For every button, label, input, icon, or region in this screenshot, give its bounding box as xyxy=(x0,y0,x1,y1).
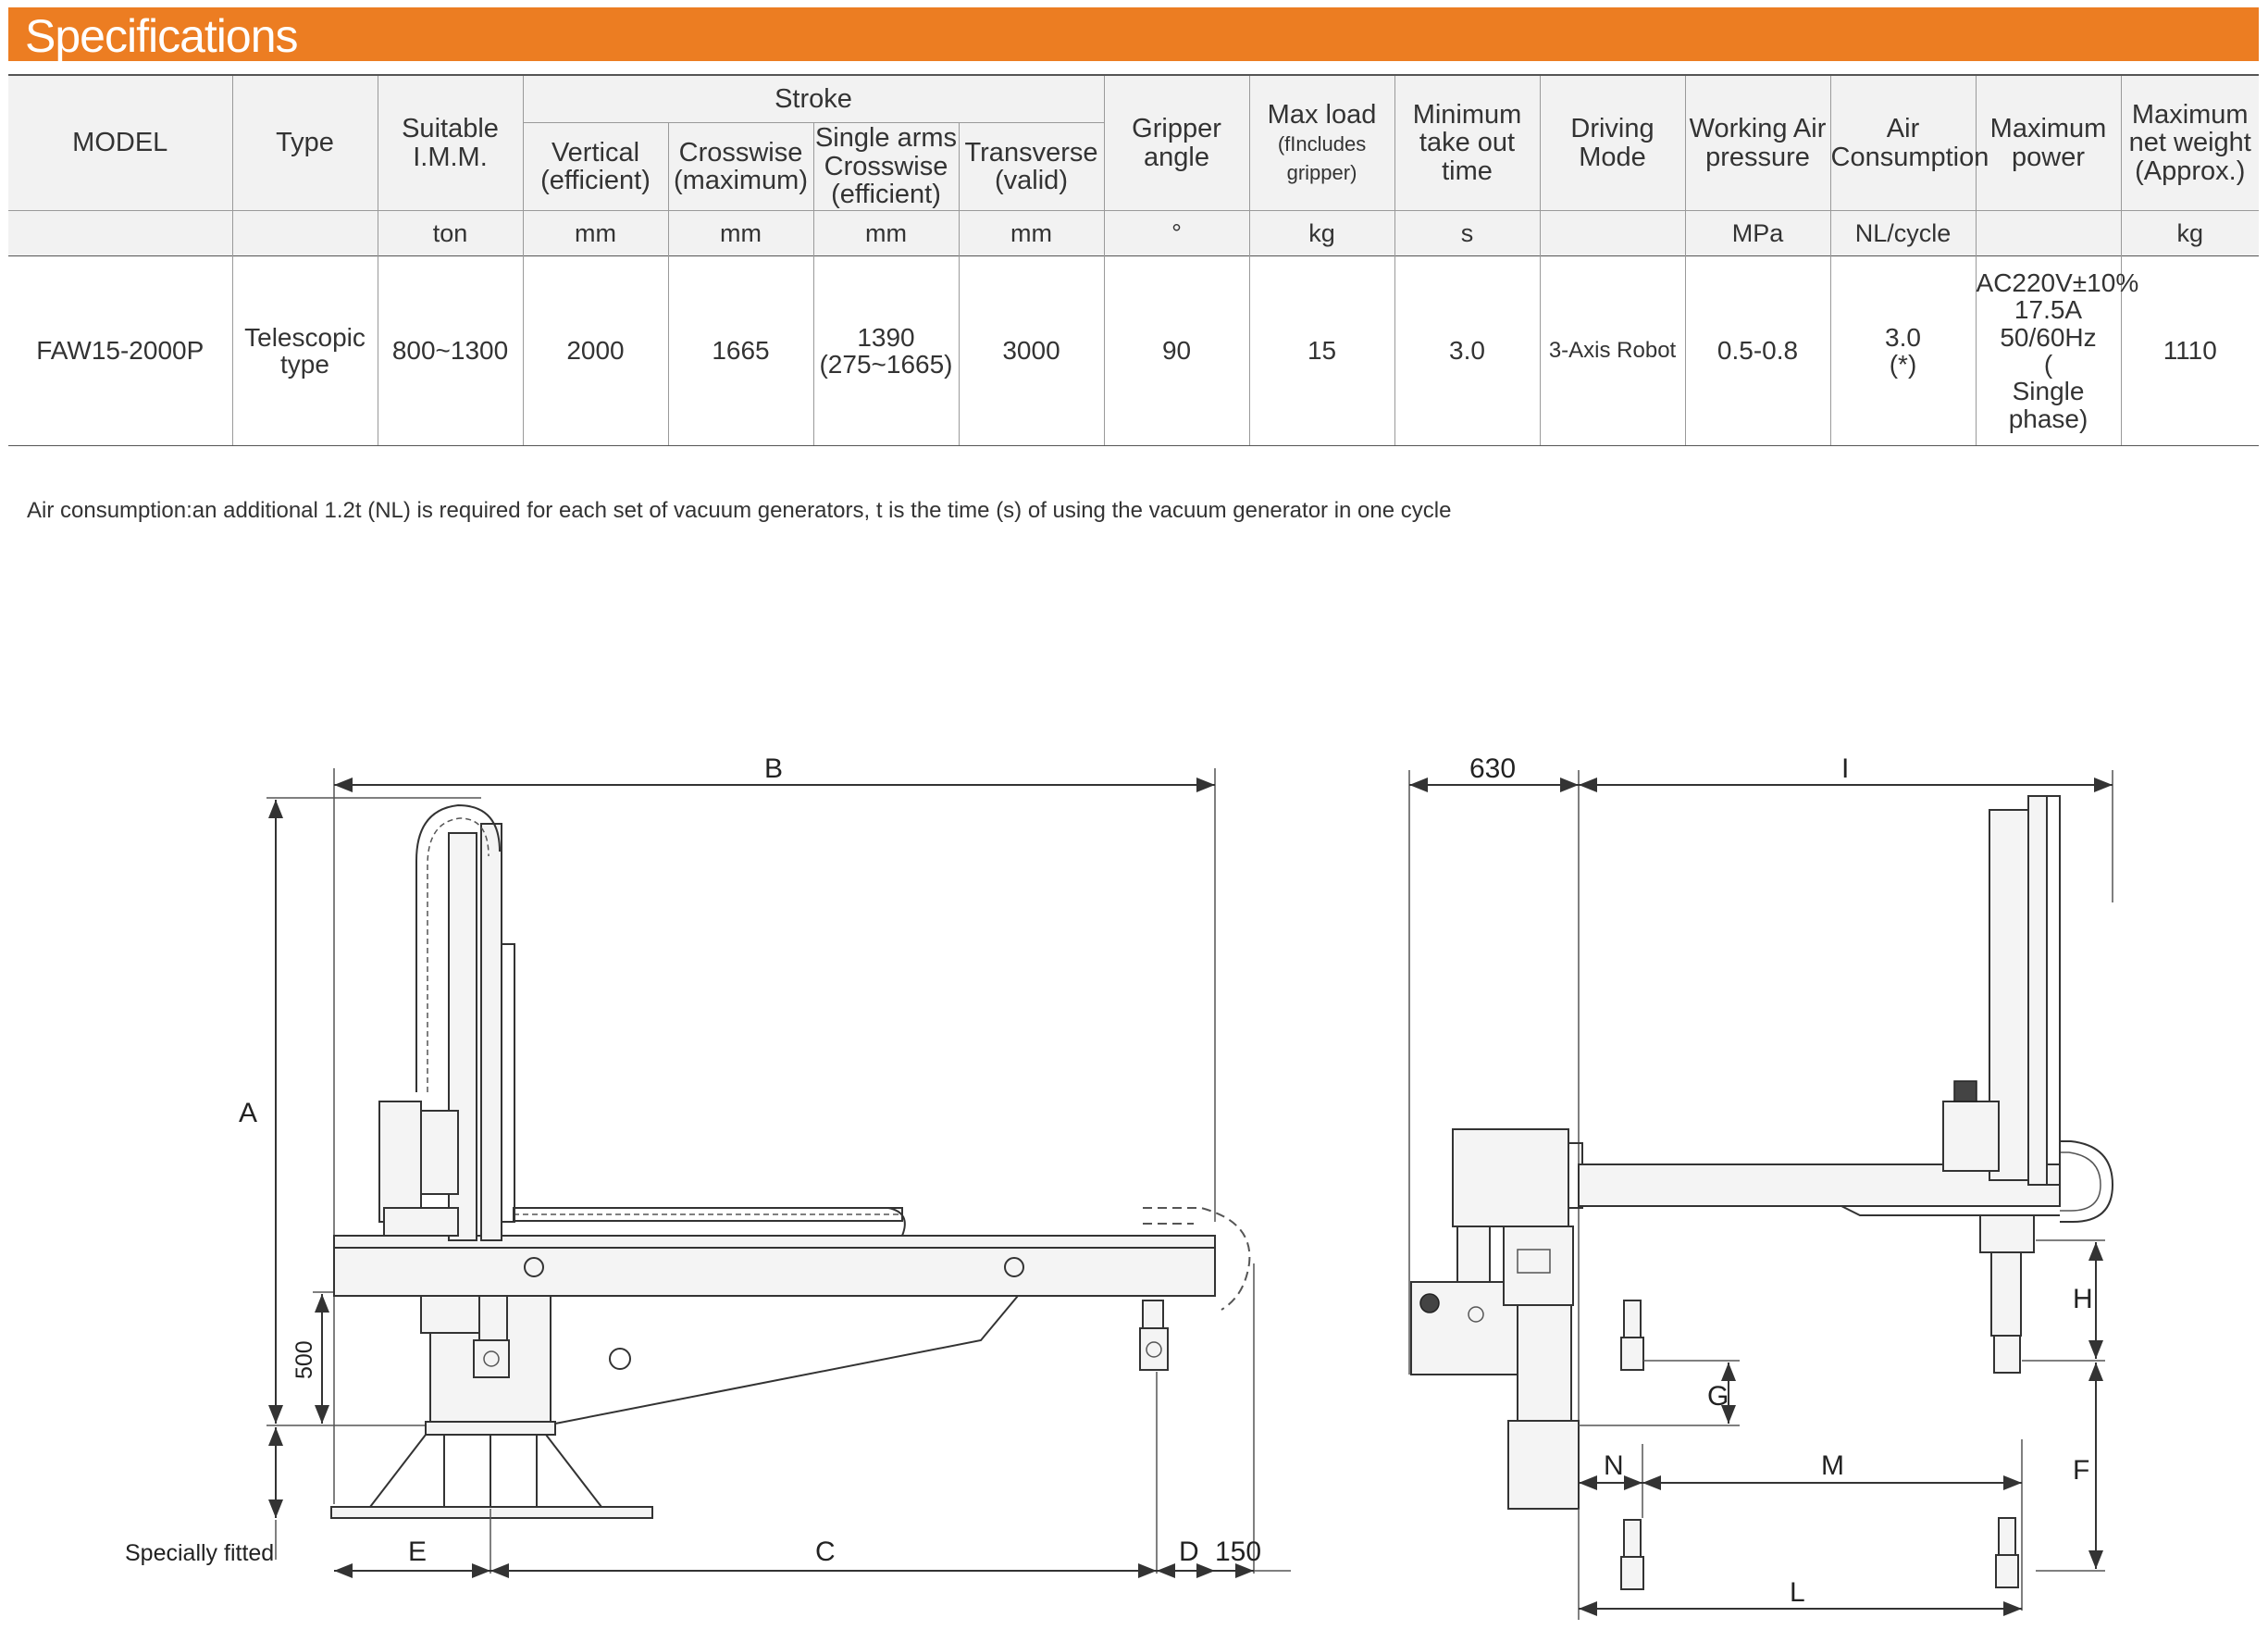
dim-label-i: I xyxy=(1841,753,1849,784)
header-type: Type xyxy=(231,76,378,211)
unit-cell: mm xyxy=(812,210,959,256)
header-transverse: Transverse(valid) xyxy=(958,122,1105,211)
technical-drawing: B A 500 Specially fitted xyxy=(125,753,2114,1620)
cell-maxload: 15 xyxy=(1248,255,1395,446)
unit-cell xyxy=(231,210,378,256)
unit-cell: mm xyxy=(522,210,668,256)
dim-label-f: F xyxy=(2073,1455,2089,1486)
dim-label-a: A xyxy=(239,1098,257,1128)
units-row: ton mm mm mm mm ° kg s MPa NL/cycle kg xyxy=(8,210,2260,256)
header-stroke: Stroke xyxy=(522,76,1105,123)
cell-vertical: 2000 xyxy=(522,255,668,446)
dim-label-h: H xyxy=(2073,1284,2093,1314)
unit-cell: mm xyxy=(958,210,1105,256)
header-vertical: Vertical(efficient) xyxy=(522,122,668,211)
cell-driving: 3-Axis Robot xyxy=(1539,255,1686,446)
page-title: Specifications xyxy=(25,10,298,62)
header-model: MODEL xyxy=(8,76,232,211)
dim-label-b: B xyxy=(764,753,783,784)
unit-cell: MPa xyxy=(1684,210,1831,256)
air-consumption-note: Air consumption:an additional 1.2t (NL) … xyxy=(27,498,1452,523)
title-banner: Specifications xyxy=(8,7,2259,62)
unit-cell: ton xyxy=(377,210,523,256)
cell-air-pressure: 0.5-0.8 xyxy=(1684,255,1831,446)
dim-label-500: 500 xyxy=(291,1340,317,1379)
dim-label-d: D xyxy=(1179,1537,1199,1567)
dim-label-g: G xyxy=(1707,1381,1729,1412)
unit-cell xyxy=(8,210,232,256)
unit-cell: NL/cycle xyxy=(1829,210,1977,256)
dim-label-c: C xyxy=(815,1537,836,1567)
cell-weight: 1110 xyxy=(2120,255,2260,446)
header-crosswise: Crosswise(maximum) xyxy=(667,122,813,211)
unit-cell: kg xyxy=(2120,210,2260,256)
dim-label-e: E xyxy=(408,1537,427,1567)
dim-label-l: L xyxy=(1790,1577,1805,1608)
cell-takeout: 3.0 xyxy=(1394,255,1541,446)
unit-cell: ° xyxy=(1103,210,1250,256)
cell-model: FAW15-2000P xyxy=(8,255,232,446)
cell-gripper: 90 xyxy=(1103,255,1250,446)
unit-cell: mm xyxy=(667,210,813,256)
cell-air-consumption: 3.0(*) xyxy=(1829,255,1977,446)
specially-fitted-label: Specially fitted xyxy=(125,1540,274,1566)
dim-label-630: 630 xyxy=(1469,753,1516,784)
unit-cell: kg xyxy=(1248,210,1395,256)
dim-label-m: M xyxy=(1821,1450,1844,1481)
unit-cell xyxy=(1975,210,2122,256)
dim-label-n: N xyxy=(1604,1450,1624,1481)
table-top-rule xyxy=(8,74,2259,76)
front-view: B A 500 Specially fitted xyxy=(125,753,1291,1578)
dim-label-150: 150 xyxy=(1215,1537,1261,1567)
cell-suitable: 800~1300 xyxy=(377,255,523,446)
cell-crosswise: 1665 xyxy=(667,255,813,446)
unit-cell xyxy=(1539,210,1686,256)
side-view: 630 I G xyxy=(1408,753,2114,1620)
cell-single-arms: 1390(275~1665) xyxy=(812,255,959,446)
unit-cell: s xyxy=(1394,210,1541,256)
cell-transverse: 3000 xyxy=(958,255,1105,446)
